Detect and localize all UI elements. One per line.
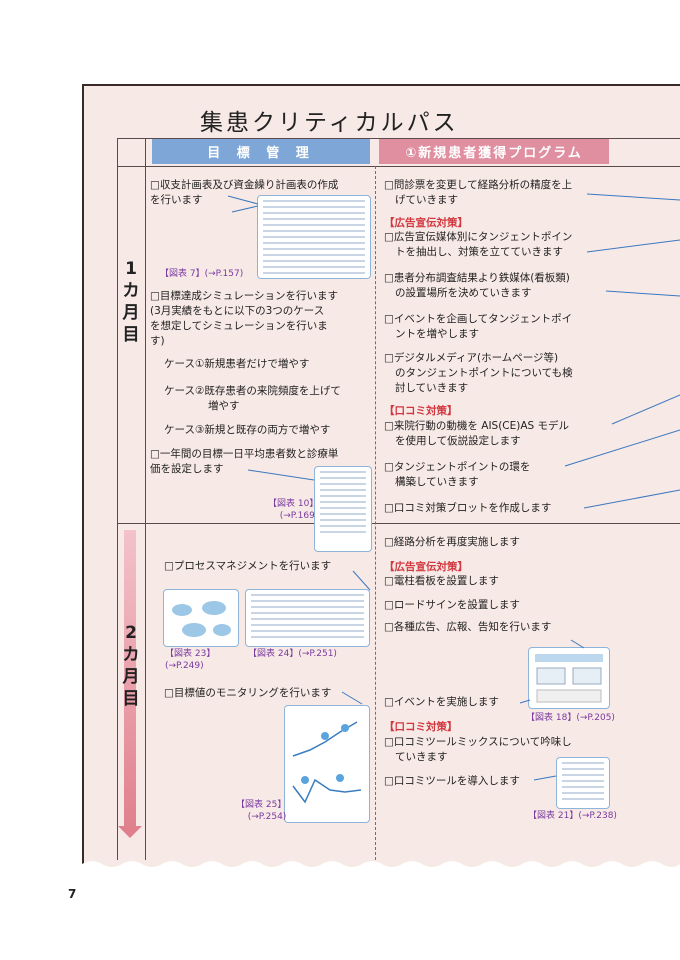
figure-7-thumbnail [257, 195, 371, 279]
grid-line [117, 523, 680, 524]
section-advertising-1: 【広告宣伝対策】 [384, 217, 468, 229]
section-word-of-mouth-1: 【口コミ対策】 [384, 405, 458, 417]
figure-10-reference: 【図表 10】(→P.169) [268, 499, 319, 521]
figure-18-reference: 【図表 18】(→P.205) [526, 713, 615, 723]
critical-path-board [82, 84, 680, 872]
case-1: ケース①新規患者だけで増やす [164, 358, 310, 370]
task-wom-tool-mix: □口コミツールミックスについて吟味していきます [384, 736, 572, 763]
header-new-patient-program: ①新規患者獲得プログラム [379, 139, 609, 164]
task-annual-target: □一年間の目標一日平均患者数と診療単価を設定します [150, 448, 339, 475]
case-3: ケース③新規と既存の両方で増やす [164, 424, 331, 436]
task-route-analysis: □経路分析を再度実施します [384, 536, 520, 548]
task-tangent-ring: □タンジェントポイントの環を構築していきます [384, 461, 531, 488]
task-event-run: □イベントを実施します [384, 696, 499, 708]
task-goal-simulation: □目標達成シミュレーションを行います(3月実績をもとに以下の3つのケースを想定し… [150, 290, 338, 347]
grid-line [117, 166, 680, 167]
task-wom-plot: □口コミ対策ブロットを作成します [384, 502, 552, 514]
task-digital-media: □デジタルメディア(ホームページ等)のタンジェントポイントについても検討していき… [384, 352, 573, 394]
task-questionnaire: □問診票を変更して経路分析の精度を上げていきます [384, 179, 573, 206]
page-title: 集患クリティカルパス [200, 110, 459, 136]
figure-23-reference: 【図表 23】(→P.249) [165, 649, 216, 671]
task-advertising: □各種広告、広報、告知を行います [384, 621, 552, 633]
task-revenue-plan: □収支計画表及び資金繰り計画表の作成を行います [150, 179, 339, 206]
section-advertising-2: 【広告宣伝対策】 [384, 561, 468, 573]
timeline-arrow [124, 530, 136, 830]
page-number: 7 [68, 887, 77, 901]
grid-line [117, 138, 680, 139]
task-sign-placement: □患者分布調査結果より鉄媒体(看板類)の設置場所を決めていきます [384, 272, 570, 299]
figure-7-reference: 【図表 7】(→P.157) [160, 269, 244, 279]
grid-line [117, 138, 118, 860]
figure-10-thumbnail [314, 466, 372, 552]
figure-25-reference: 【図表 25】(→P.254) [236, 800, 287, 822]
task-monitoring: □目標値のモニタリングを行います [164, 687, 332, 699]
task-event-plan: □イベントを企画してタンジェントポイントを増やします [384, 313, 573, 340]
task-media-tangent: □広告宣伝媒体別にタンジェントポイントを抽出し、対策を立てていきます [384, 231, 573, 258]
case-2: ケース②既存患者の来院頻度を上げて増やす [164, 385, 341, 412]
task-wom-tool-intro: □口コミツールを導入します [384, 775, 520, 787]
figure-18-thumbnail [528, 647, 610, 709]
task-aisceas-model: □来院行動の動機を AIS(CE)AS モデルを使用して仮説設定します [384, 420, 570, 447]
figure-24-thumbnail [245, 589, 370, 647]
torn-edge [82, 861, 680, 874]
figure-23-thumbnail [163, 589, 239, 647]
figure-24-reference: 【図表 24】(→P.251) [248, 649, 337, 659]
timeline-arrow-head [118, 826, 142, 838]
section-word-of-mouth-2: 【口コミ対策】 [384, 721, 458, 733]
task-process-management: □プロセスマネジメントを行います [164, 560, 332, 572]
figure-25-thumbnail [284, 705, 370, 823]
task-pole-sign: □電柱看板を設置します [384, 575, 499, 587]
column-divider [375, 166, 376, 860]
grid-line [145, 138, 146, 860]
header-goal-management: 目 標 管 理 [152, 139, 370, 164]
figure-21-reference: 【図表 21】(→P.238) [528, 811, 617, 821]
task-road-sign: □ロードサインを設置します [384, 599, 520, 611]
figure-21-thumbnail [556, 757, 610, 809]
